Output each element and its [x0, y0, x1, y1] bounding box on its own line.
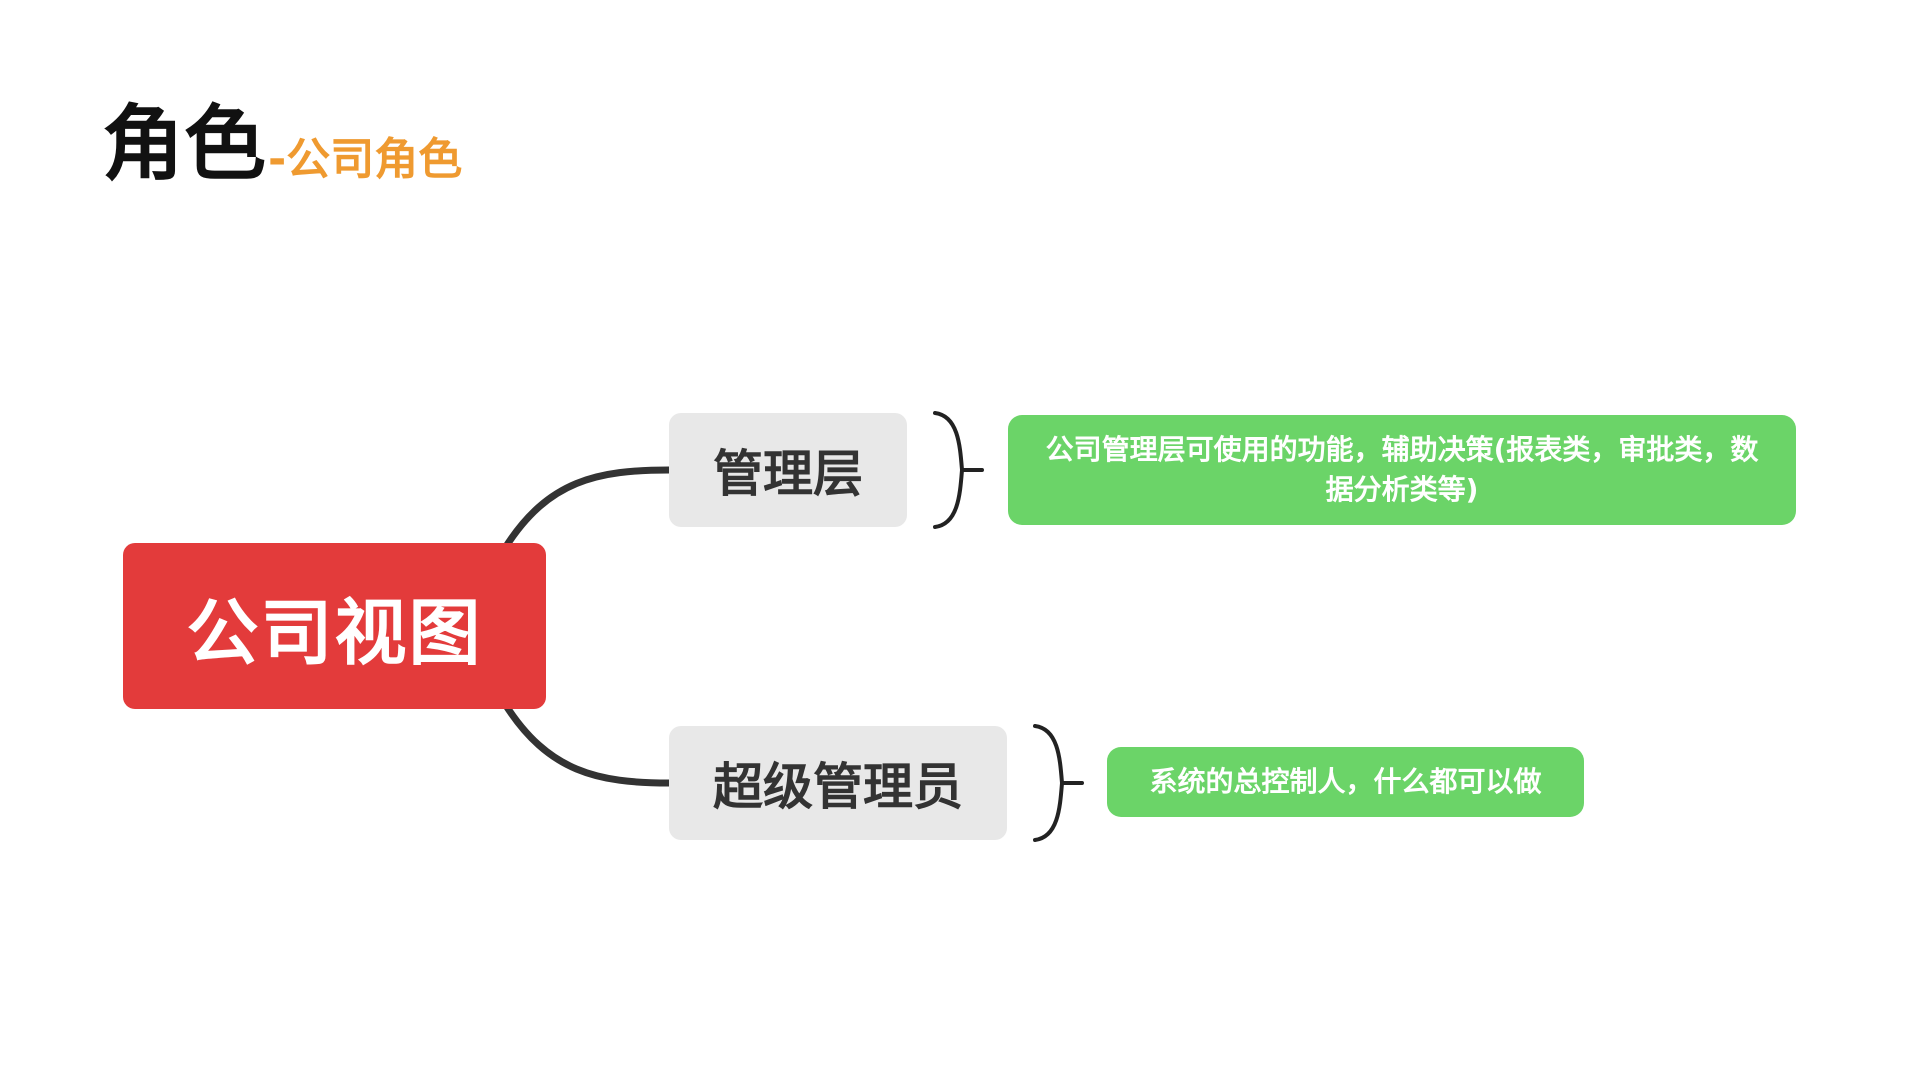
branch-node-label: 超级管理员 — [713, 758, 963, 816]
connector-root-to-management — [501, 466, 673, 552]
bracket-management — [933, 411, 984, 529]
branch-node-superadmin[interactable]: 超级管理员 — [669, 726, 1007, 840]
description-node-management[interactable]: 公司管理层可使用的功能，辅助决策(报表类，审批类，数据分析类等) — [1008, 415, 1796, 525]
connector-root-to-superadmin — [501, 700, 673, 787]
title-main: 角色 — [102, 97, 267, 192]
root-node-company-view[interactable]: 公司视图 — [123, 543, 546, 709]
description-node-superadmin[interactable]: 系统的总控制人，什么都可以做 — [1107, 747, 1584, 817]
page-title: 角色 -公司角色 — [102, 96, 462, 186]
description-text: 公司管理层可使用的功能，辅助决策(报表类，审批类，数据分析类等) — [1045, 433, 1759, 506]
root-node-label: 公司视图 — [186, 590, 483, 675]
branch-node-management[interactable]: 管理层 — [669, 413, 907, 527]
branch-node-label: 管理层 — [713, 445, 863, 503]
description-text: 系统的总控制人，什么都可以做 — [1149, 765, 1542, 798]
title-subtitle: -公司角色 — [268, 134, 463, 185]
bracket-superadmin — [1033, 724, 1084, 842]
